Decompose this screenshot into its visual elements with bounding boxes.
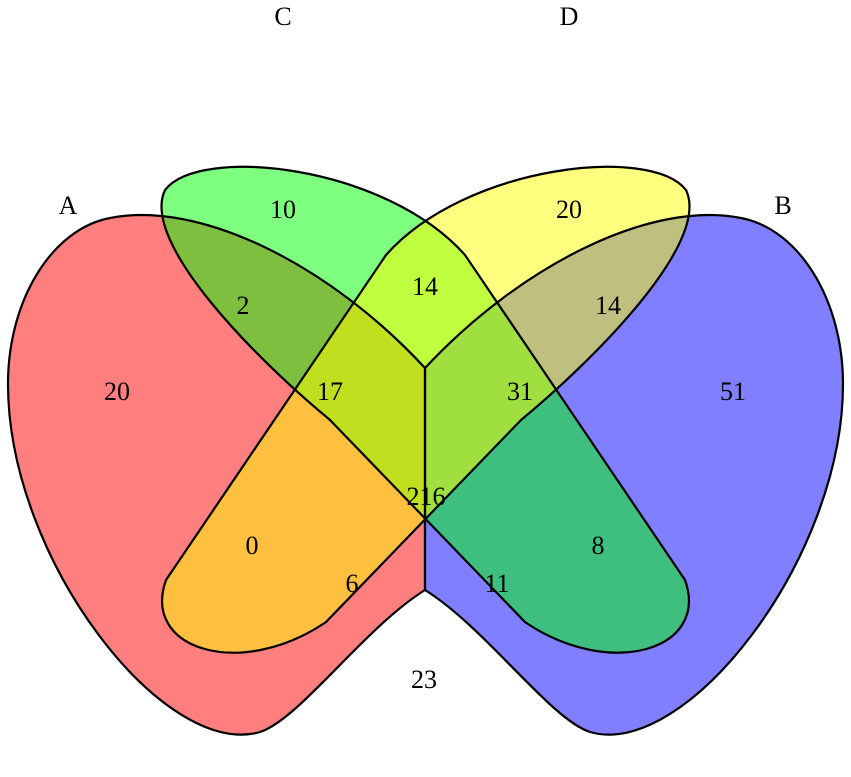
region-a-b-c: 11 bbox=[484, 569, 509, 598]
set-label-d: D bbox=[560, 2, 579, 31]
region-a-b: 23 bbox=[411, 665, 437, 694]
region-b-c: 8 bbox=[592, 531, 605, 560]
region-a-b-d: 6 bbox=[346, 569, 359, 598]
region-a-d: 0 bbox=[246, 531, 259, 560]
region-c-only: 10 bbox=[270, 195, 296, 224]
region-a-b-c-d: 216 bbox=[407, 482, 446, 511]
region-b-c-d: 31 bbox=[507, 377, 533, 406]
region-a-c: 2 bbox=[237, 291, 250, 320]
region-d-only: 20 bbox=[556, 195, 582, 224]
set-label-b: B bbox=[774, 191, 791, 220]
set-label-c: C bbox=[274, 2, 291, 31]
region-a-only: 20 bbox=[104, 377, 130, 406]
region-a-c-d: 17 bbox=[317, 377, 343, 406]
region-b-only: 51 bbox=[720, 377, 746, 406]
set-label-a: A bbox=[59, 191, 78, 220]
region-c-d: 14 bbox=[412, 272, 438, 301]
region-b-d: 14 bbox=[595, 291, 621, 320]
